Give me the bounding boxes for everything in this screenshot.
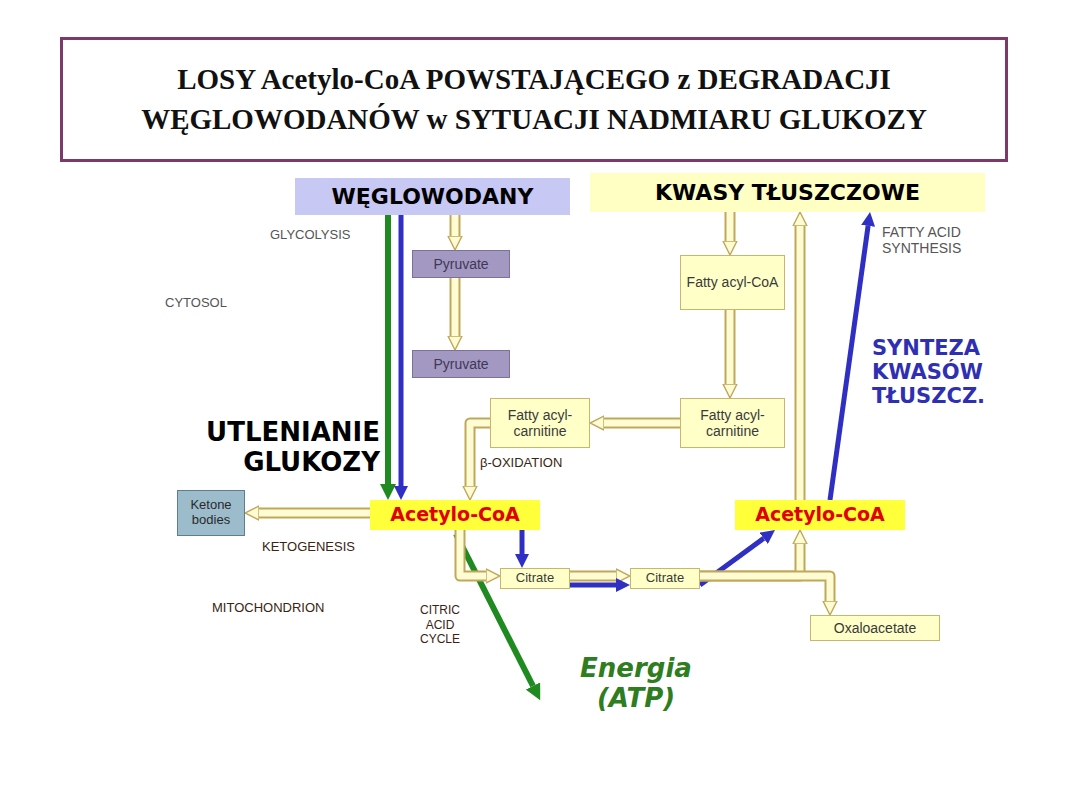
crista: [245, 400, 315, 416]
connector-line: [450, 215, 461, 236]
node-label: Fatty acyl-carnitine: [686, 407, 779, 439]
node-label: Pyruvate: [433, 356, 488, 372]
metabolite-box: Citrate: [630, 568, 700, 589]
node-label: CITRIC ACID CYCLE: [410, 603, 470, 646]
connector-line: [725, 212, 736, 241]
connector-line: [259, 510, 370, 517]
connector-line: [450, 278, 461, 336]
connector: [470, 423, 490, 486]
crista-space: [430, 535, 480, 585]
crista: [430, 535, 480, 585]
connector: [401, 215, 402, 486]
node-label: Oxaloacetate: [834, 620, 917, 636]
node-label: Citrate: [516, 571, 554, 586]
energy-arrow: [456, 534, 533, 686]
node-label: WĘGLOWODANY: [332, 184, 534, 209]
connector-line: [700, 576, 830, 601]
metabolite-box: Pyruvate: [412, 250, 510, 278]
cycle-ring-outer: [396, 581, 484, 669]
connector: [800, 226, 801, 500]
connector: [522, 530, 523, 554]
source-box: WĘGLOWODANY: [295, 178, 570, 215]
connector-line: [830, 226, 868, 500]
connector: [570, 585, 616, 586]
crista-space: [245, 400, 315, 416]
connector-line: [604, 420, 680, 427]
connector: [830, 226, 868, 500]
node-label: Pyruvate: [433, 256, 488, 272]
connector-line: [460, 530, 486, 576]
outer-membrane: [154, 304, 587, 711]
connector: [460, 530, 486, 576]
connector-line: [795, 226, 806, 500]
node-label: Citrate: [646, 571, 684, 586]
metabolite-box: Pyruvate: [412, 350, 510, 378]
connector-line: [570, 571, 616, 582]
process-label: β-OXIDATION: [480, 456, 580, 471]
node-label: Acetylo-CoA: [390, 504, 519, 526]
connector: [730, 212, 731, 241]
crista-space: [330, 633, 390, 665]
process-label: KETOGENESIS: [262, 540, 362, 555]
connector-line: [470, 423, 490, 486]
pathway-label: UTLENIANIE GLUKOZY: [170, 418, 380, 478]
connector: [604, 423, 680, 424]
mitochondrion: MITOCHONDRION PyruvateFatty acyl-carnitin…: [150, 285, 590, 730]
metabolite-box: Fatty acyl-carnitine: [680, 398, 785, 448]
inner-membrane: [178, 326, 564, 688]
node-label: MITOCHONDRION: [212, 600, 324, 615]
metabolite-box: Ketone bodies: [177, 490, 245, 536]
product-box: KWASY TŁUSZCZOWE: [590, 173, 985, 212]
connector-line: [570, 573, 616, 580]
title-text: LOSY Acetylo-CoA POWSTAJĄCEGO z DEGRADAC…: [93, 60, 975, 138]
citric-acid-cycle: CITRIC ACID CYCLE: [390, 575, 490, 675]
connector-line: [604, 418, 680, 429]
connector-line: [727, 310, 734, 384]
connector-line: [797, 226, 804, 500]
crista-space: [380, 375, 395, 435]
process-label: GLYCOLYSIS: [270, 228, 380, 243]
crista: [380, 375, 395, 435]
connector: [455, 278, 456, 336]
crista-space: [240, 575, 310, 593]
connector: [455, 215, 456, 236]
crista: [240, 575, 310, 593]
connector-line: [470, 423, 490, 486]
connector: [570, 576, 616, 577]
connector: [259, 513, 370, 514]
metabolite-box: Citrate: [500, 568, 570, 589]
acetyl-coa-box: Acetylo-CoA: [735, 500, 905, 530]
node-label: KWASY TŁUSZCZOWE: [655, 180, 920, 205]
connector-line: [570, 583, 616, 588]
connector-line: [725, 310, 736, 384]
connector-line: [700, 576, 830, 601]
connector-line: [399, 215, 404, 486]
acetyl-coa-box: Acetylo-CoA: [370, 500, 540, 530]
connector-line: [727, 212, 734, 241]
node-label: Fatty acyl-CoA: [687, 274, 779, 290]
connector-line: [520, 530, 525, 554]
node-label: Acetylo-CoA: [755, 504, 884, 526]
connector: [730, 310, 731, 384]
connector-line: [452, 278, 459, 336]
connector-line: [385, 215, 391, 484]
metabolite-box: Fatty acyl-CoA: [680, 255, 785, 310]
process-label: FATTY ACID SYNTHESIS: [882, 224, 992, 256]
title-frame: LOSY Acetylo-CoA POWSTAJĄCEGO z DEGRADAC…: [60, 37, 1008, 162]
metabolite-box: Fatty acyl-carnitine: [490, 398, 590, 448]
connector-line: [460, 530, 486, 576]
pathway-label: SYNTEZA KWASÓW TŁUSZCZ.: [872, 336, 1008, 408]
connector-line: [259, 508, 370, 519]
node-label: Fatty acyl-carnitine: [496, 407, 584, 439]
connector: [388, 215, 389, 484]
energy-label: Energia (ATP): [556, 654, 716, 714]
region-label: CYTOSOL: [165, 296, 255, 311]
connector-line: [452, 215, 459, 236]
node-label: Ketone bodies: [183, 498, 239, 528]
metabolite-box: Oxaloacetate: [810, 615, 940, 641]
crista: [330, 633, 390, 665]
connector: [700, 576, 830, 601]
